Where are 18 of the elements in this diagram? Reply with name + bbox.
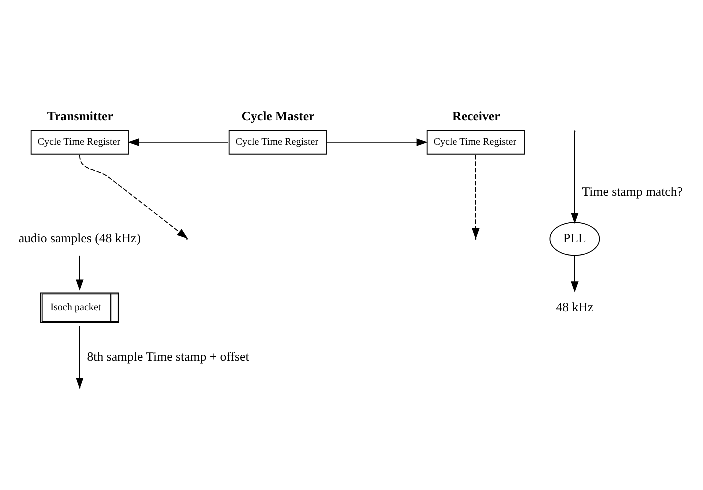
arrow [571, 255, 579, 293]
arrow [472, 154, 480, 240]
arrow [76, 255, 84, 291]
node-label: Cycle Master [242, 110, 315, 124]
node-text: 48 kHz [556, 300, 594, 314]
node-label: Transmitter [47, 110, 114, 124]
edge-label: Time stamp match? [582, 184, 683, 199]
node-label: Receiver [452, 110, 500, 124]
arrow [326, 138, 428, 146]
node-box: Cycle Time Register [426, 130, 525, 155]
node-box: Cycle Time Register [228, 130, 327, 155]
node-ellipse: PLL [550, 222, 600, 256]
arrow [571, 132, 579, 224]
node-box: Cycle Time Register [30, 130, 129, 155]
edge-label: 8th sample Time stamp + offset [87, 350, 250, 364]
arrow [128, 138, 229, 146]
node-text: audio samples (48 kHz) [18, 232, 142, 246]
arrow [79, 154, 188, 239]
